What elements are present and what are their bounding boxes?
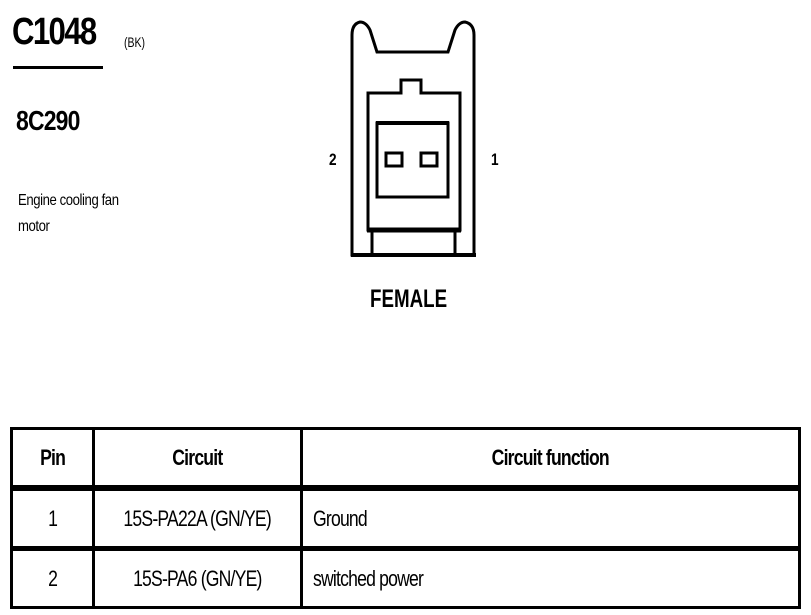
- connector-inner-body: [366, 78, 462, 232]
- cell-circuit: 15S-PA22A (GN/YE): [92, 486, 303, 551]
- cell-circuit-function: Ground: [300, 486, 801, 551]
- connector-housing-outline: [350, 20, 476, 257]
- connector-id-underline: [13, 66, 103, 69]
- table-row: 1 15S-PA22A (GN/YE) Ground: [10, 486, 801, 551]
- connector-gender-label: FEMALE: [370, 285, 448, 313]
- connector-id: C1048: [12, 11, 97, 53]
- description-line-2: motor: [18, 218, 50, 235]
- pin-2-label: 2: [328, 150, 337, 169]
- pin-1-label: 1: [490, 150, 499, 169]
- component-description: Engine cooling fan motor: [18, 188, 157, 240]
- terminal-slot-pin-1: [419, 151, 439, 168]
- pinout-table: Pin Circuit Circuit function 1 15S-PA22A…: [10, 427, 801, 609]
- table-header-row: Pin Circuit Circuit function: [10, 427, 801, 491]
- header-circuit: Circuit: [92, 427, 303, 491]
- cell-circuit: 15S-PA6 (GN/YE): [92, 547, 303, 609]
- description-line-1: Engine cooling fan: [18, 192, 119, 209]
- connector-color-code: (BK): [124, 34, 145, 50]
- header-pin: Pin: [10, 427, 95, 491]
- cell-pin: 2: [10, 547, 95, 609]
- cell-pin: 1: [10, 486, 95, 551]
- table-row: 2 15S-PA6 (GN/YE) switched power: [10, 547, 801, 609]
- terminal-slot-pin-2: [384, 151, 404, 168]
- part-number: 8C290: [16, 105, 80, 136]
- connector-face-diagram: [350, 20, 476, 257]
- cell-circuit-function: switched power: [300, 547, 801, 609]
- header-circuit-function: Circuit function: [300, 427, 801, 491]
